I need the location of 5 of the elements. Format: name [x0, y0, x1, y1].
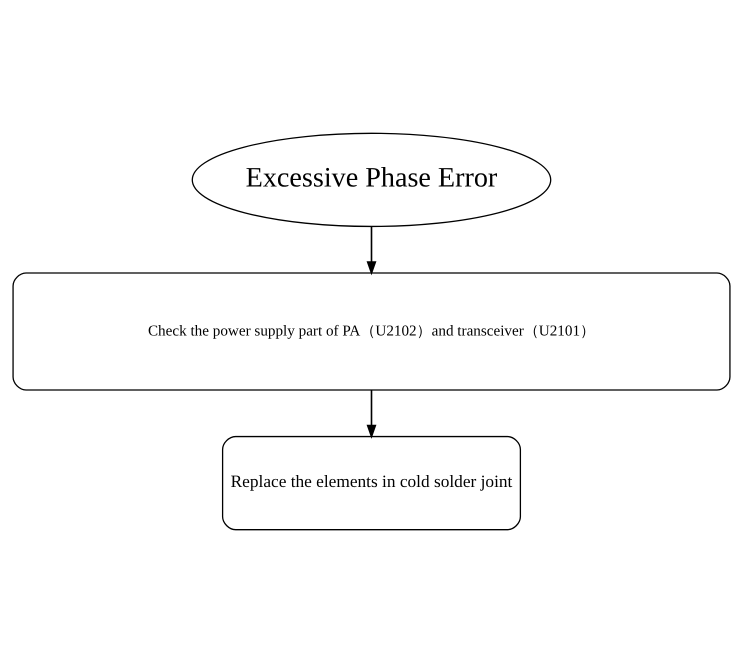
- node-ellipse: Excessive Phase Error: [192, 132, 552, 227]
- node-box: Check the power supply part of PA（U2102）and transceiver（U2101）: [12, 272, 731, 390]
- node-box: Replace the elements in cold solder joint: [222, 435, 522, 530]
- arrow: [366, 390, 376, 438]
- arrow: [366, 226, 376, 275]
